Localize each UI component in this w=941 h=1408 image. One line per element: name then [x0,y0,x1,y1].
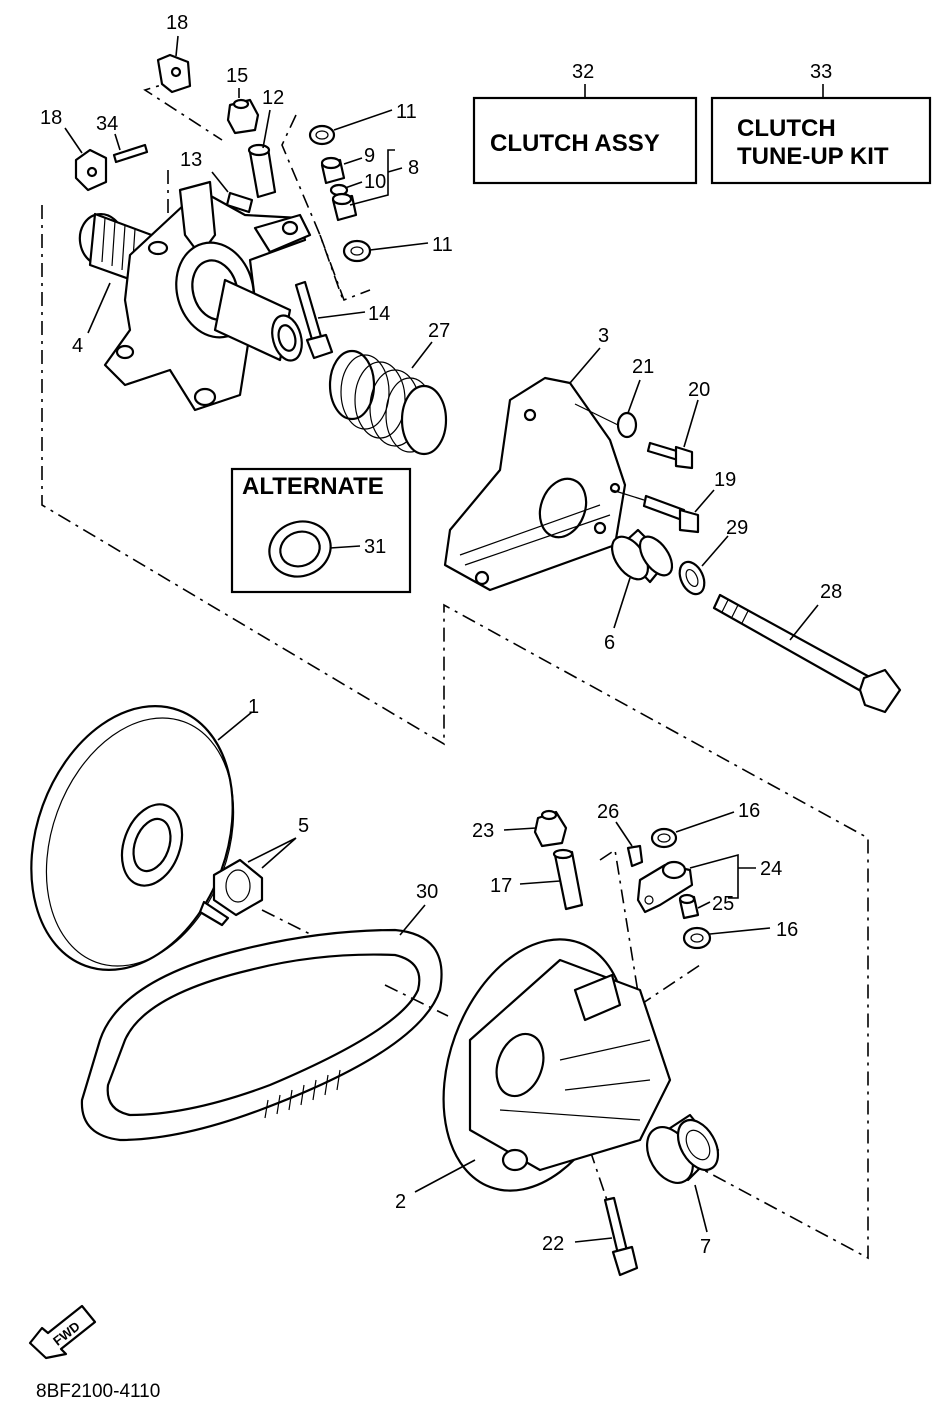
part-16-washer-lower [682,926,712,950]
callout-32: 32 [572,61,594,83]
part-7-bushing [645,1113,720,1184]
callout-18-lower: 18 [40,107,62,129]
callout-31: 31 [364,536,386,558]
clutch-assy-box: CLUTCH ASSY 32 [472,61,698,185]
part-12-bushing [247,143,277,199]
tune-up-kit-box: CLUTCH TUNE-UP KIT 33 [710,61,932,185]
callout-26: 26 [597,801,619,823]
part-19-bolt [642,494,700,534]
callout-11-lower: 11 [432,234,453,256]
callout-34: 34 [96,113,118,135]
callout-1: 1 [248,696,259,718]
part-16-washer-upper [650,827,678,849]
callout-5: 5 [298,815,309,837]
part-29-spring-washer [678,560,706,596]
part-34-pin [112,143,149,164]
alternate-label: ALTERNATE [242,473,384,500]
callout-17: 17 [490,875,512,897]
part-27-spring [328,349,448,456]
diagram-code: 8BF2100-4110 [36,1381,160,1402]
callout-11-upper: 11 [396,101,417,123]
callout-8: 8 [408,157,419,179]
callout-9: 9 [364,145,375,167]
part-4-spider-assembly [78,180,312,412]
callout-28: 28 [820,581,842,603]
callout-7: 7 [700,1236,711,1258]
part-14-bolt [294,280,334,360]
part-1-fixed-sheave [30,705,235,971]
part-24-arm [636,860,694,914]
part-20-bolt [646,441,694,470]
callout-24: 24 [760,858,782,880]
part-5-collar [198,858,264,927]
part-11-washer-upper [308,124,336,146]
part-18-weight-upper [156,53,192,94]
part-26-pin [626,844,644,868]
callout-20: 20 [688,379,710,401]
callout-10: 10 [364,171,386,193]
callout-2: 2 [395,1191,406,1213]
fwd-arrow-icon: FWD [28,1304,97,1360]
part-22-bolt [603,1196,639,1277]
callout-14: 14 [368,303,390,325]
callout-4: 4 [72,335,83,357]
part-2-sliding-sheave [442,938,672,1192]
callout-15: 15 [226,65,248,87]
callout-30: 30 [416,881,438,903]
part-25-roller [678,893,700,920]
callout-21: 21 [632,356,654,378]
part-23-nut [533,809,568,848]
part-18-weight-lower [74,148,108,192]
callout-3: 3 [598,325,609,347]
part-17-bushing [552,848,584,911]
alternate-box: ALTERNATE 31 [230,467,412,594]
callout-25: 25 [712,893,734,915]
part-8-roller-kit [331,192,358,222]
part-28-bolt [712,593,902,714]
part-21-washer [616,411,638,439]
callout-19: 19 [714,469,736,491]
callout-29: 29 [726,517,748,539]
tune-up-kit-label-line2: TUNE-UP KIT [737,143,889,170]
upper-assembly-outline [41,205,869,1260]
part-9-roller [320,156,346,185]
part-30-drive-belt [80,928,443,1142]
callout-16-lower: 16 [776,919,798,941]
tune-up-kit-label-line1: CLUTCH [737,115,836,142]
part-3-spider-cover [443,376,627,592]
callout-16-upper: 16 [738,800,760,822]
part-11-washer-lower [342,239,372,263]
callout-6: 6 [604,632,615,654]
callout-22: 22 [542,1233,564,1255]
callout-18-upper: 18 [166,12,188,34]
callout-13: 13 [180,149,202,171]
part-13-roller [225,191,254,214]
callout-27: 27 [428,320,450,342]
callout-23: 23 [472,820,494,842]
part-6-roller [610,528,674,584]
callout-12: 12 [262,87,284,109]
part-15-nut [226,98,260,135]
callout-33: 33 [810,61,832,83]
clutch-assy-label: CLUTCH ASSY [490,130,660,157]
